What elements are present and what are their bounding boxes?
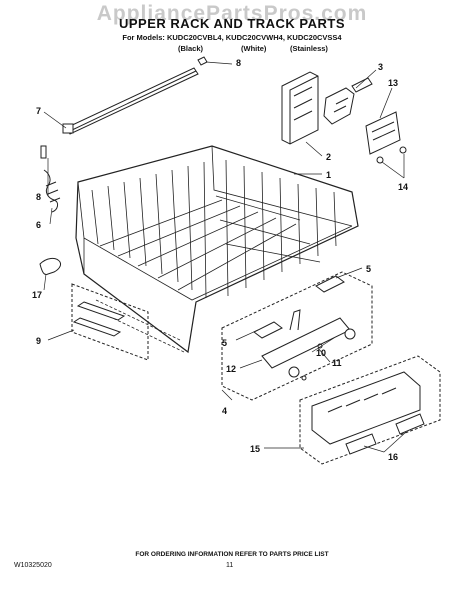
callout-5-left: 5 bbox=[222, 338, 227, 348]
callout-16: 16 bbox=[388, 452, 398, 462]
callout-8-top: 8 bbox=[236, 58, 241, 68]
callout-11: 11 bbox=[332, 358, 342, 368]
callout-2: 2 bbox=[326, 152, 331, 162]
ordering-info: FOR ORDERING INFORMATION REFER TO PARTS … bbox=[135, 551, 329, 558]
variant-black: (Black) bbox=[178, 44, 204, 53]
adjuster-assembly bbox=[281, 71, 407, 164]
variant-stainless: (Stainless) bbox=[290, 44, 328, 53]
callout-6: 6 bbox=[36, 220, 41, 230]
page-title: UPPER RACK AND TRACK PARTS bbox=[118, 16, 346, 31]
tray-part-15 bbox=[299, 355, 441, 465]
watermark: AppliancePartsPros.com bbox=[96, 2, 368, 25]
variant-white: (White) bbox=[241, 44, 267, 53]
leader-lines bbox=[43, 61, 407, 453]
bumper-part-17 bbox=[39, 257, 61, 275]
callout-17: 17 bbox=[32, 290, 42, 300]
track-part-9 bbox=[71, 283, 149, 361]
callout-4: 4 bbox=[222, 406, 227, 416]
callout-8-side: 8 bbox=[36, 192, 41, 202]
callout-14: 14 bbox=[398, 182, 408, 192]
callout-13: 13 bbox=[388, 78, 398, 88]
callout-3: 3 bbox=[378, 62, 383, 72]
models-line: For Models: KUDC20CVBL4, KUDC20CVWH4, KU… bbox=[122, 33, 342, 42]
page-number: 11 bbox=[226, 562, 234, 569]
clip-part-8-top bbox=[197, 56, 208, 66]
callout-15: 15 bbox=[250, 444, 260, 454]
rail-part-7 bbox=[62, 67, 199, 135]
adjuster-group-part-4 bbox=[221, 271, 373, 401]
hanger-part-6 bbox=[40, 145, 61, 213]
callout-12: 12 bbox=[226, 364, 236, 374]
callout-7: 7 bbox=[36, 106, 41, 116]
callout-10: 10 bbox=[316, 348, 326, 358]
document-number: W10325020 bbox=[14, 562, 52, 569]
callout-1: 1 bbox=[326, 170, 331, 180]
callout-5-right: 5 bbox=[366, 264, 371, 274]
upper-rack-part-1 bbox=[75, 145, 359, 354]
callout-9: 9 bbox=[36, 336, 41, 346]
